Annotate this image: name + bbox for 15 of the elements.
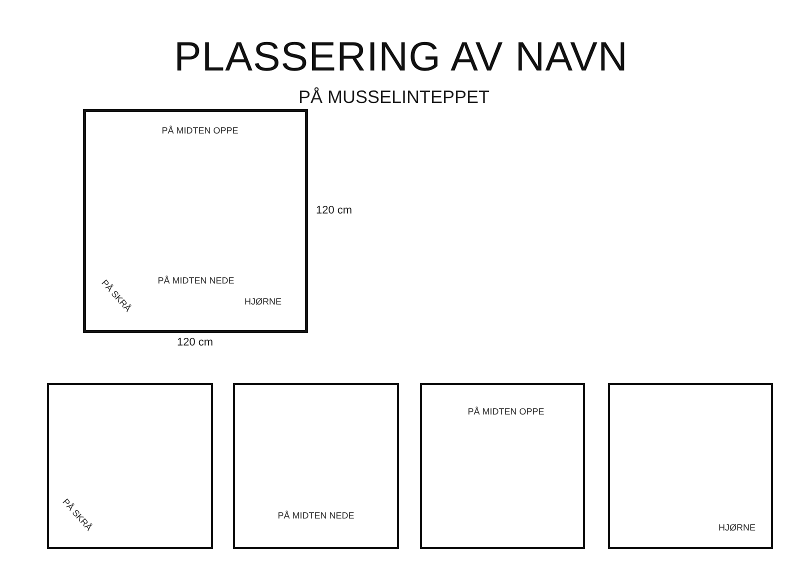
placement-label: PÅ MIDTEN OPPE	[162, 126, 238, 136]
placement-label: HJØRNE	[244, 298, 282, 306]
subtitle: PÅ MUSSELINTEPPET	[298, 88, 490, 106]
placement-label: PÅ MIDTEN NEDE	[158, 276, 234, 286]
title: PLASSERING AV NAVN	[174, 36, 628, 78]
square-outline	[420, 383, 585, 549]
square-outline	[233, 383, 399, 549]
placement-label: HJØRNE	[718, 524, 756, 532]
dimension-label: 120 cm	[176, 338, 214, 348]
placement-label: PÅ MIDTEN OPPE	[468, 408, 544, 416]
square-outline	[608, 383, 773, 549]
placement-label: PÅ MIDTEN NEDE	[278, 512, 354, 520]
dimension-label: 120 cm	[316, 206, 352, 216]
square-outline	[47, 383, 213, 549]
square-outline	[83, 109, 308, 333]
